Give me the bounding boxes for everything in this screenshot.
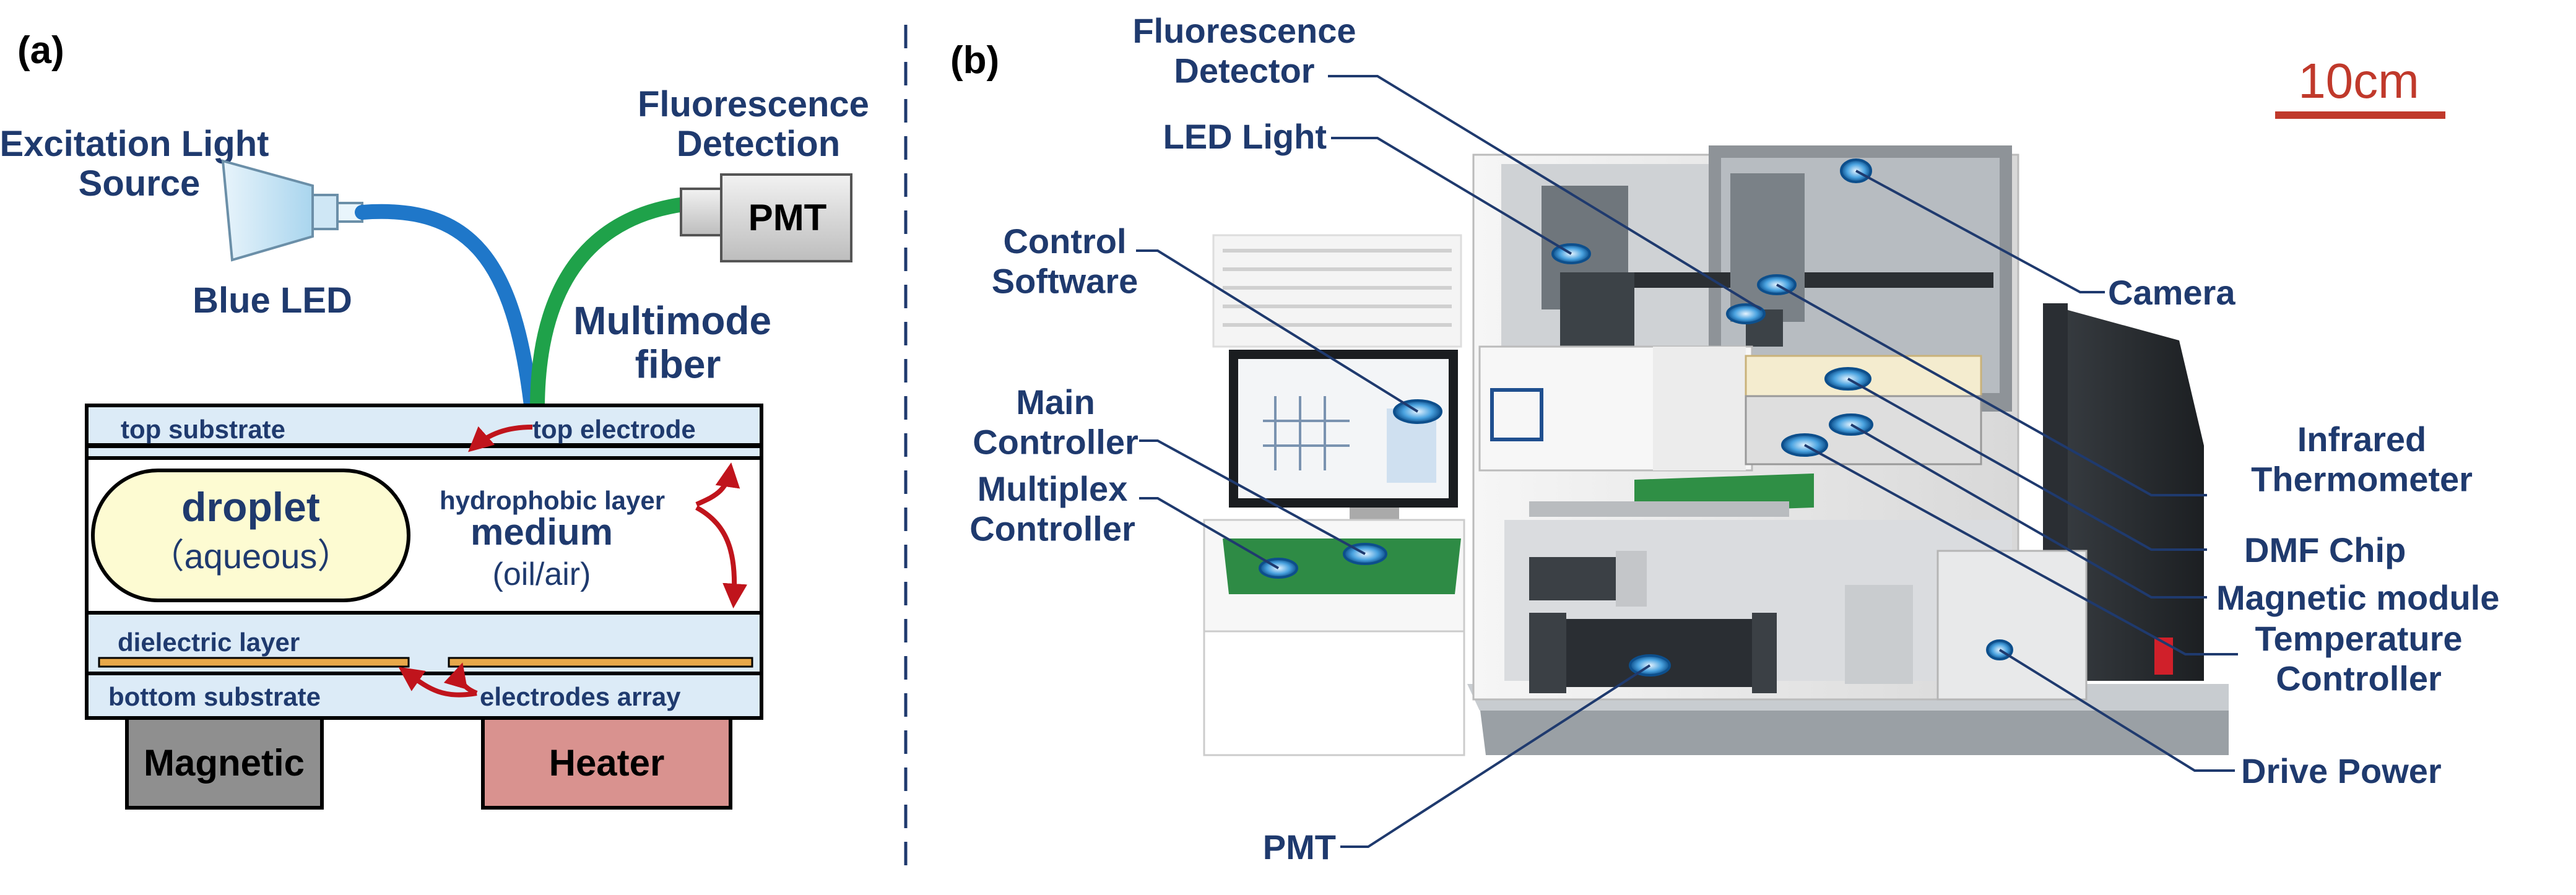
label-dmf-chip: DMF Chip [2244,530,2406,569]
arrow-electrodes-up [443,662,478,696]
label-fluorescence-detector-line2: Detector [1174,51,1314,90]
panel-b: (b) 10cm [950,11,2499,867]
oil-air-label: (oil/air) [493,556,591,592]
label-main-controller-line2: Controller [973,423,1138,462]
dot-led-light [1726,303,1766,324]
arrow-electrodes-left [398,667,477,698]
leader-camera [1855,170,2105,293]
panel-b-letter: (b) [950,39,999,82]
instrument-photo [1203,145,2229,756]
label-magnetic-module: Magnetic module [2216,578,2499,617]
label-temperature-controller-line2: Controller [2276,659,2442,698]
medium-label: medium [471,511,613,553]
hydrophobic-layer-label: hydrophobic layer [440,486,665,515]
aqueous-label: （aqueous） [150,537,352,576]
leader-control-software [1136,249,1419,413]
label-control-software-line1: Control [1003,222,1126,261]
electrodes-array-label: electrodes array [480,682,681,711]
fluorescence-detection-line-line2: Detection [677,124,840,164]
vent-slats [1223,249,1452,327]
excitation-source-line1-line2: Source [79,163,201,204]
multimode-fiber-text: Multimode [573,298,771,343]
leader-dmf-chip [1847,378,2207,551]
blue-fiber [355,204,539,413]
leader-infrared-thermometer [1776,283,2207,496]
screen-diagram [1263,396,1350,470]
green-fiber [530,197,692,413]
label-infrared-thermometer-line1: Infrared [2297,420,2427,459]
magnetic-label: Magnetic [144,742,305,784]
multimode-fiber-text-line2: fiber [635,342,721,386]
dmf-chip-cross-section [85,404,763,720]
label-fluorescence-detector-line1: Fluorescence [1132,11,1356,50]
label-pmt: PMT [1263,828,1336,867]
heater-label: Heater [549,742,665,784]
excitation-source-label: Excitation Light Source [0,124,279,204]
arrow-top-electrode [468,425,533,452]
dielectric-layer-label: dielectric layer [118,628,300,657]
leader-pmt [1340,664,1651,848]
leader-drive-power [1998,649,2235,772]
label-camera: Camera [2108,273,2236,312]
label-temperature-controller-line1: Temperature [2255,619,2462,658]
scale-bar-label: 10cm [2298,53,2419,108]
heater-block [481,716,732,810]
arrow-hydrophobic-up [695,462,740,507]
top-substrate-label: top substrate [121,415,285,444]
leader-multiplex-controller [1139,497,1280,569]
leader-fluorescence-detector [1328,75,1763,311]
multimode-fiber-label: Multimode fiber [573,298,783,386]
label-infrared-thermometer-line2: Thermometer [2251,460,2473,499]
panel-a: (a) Excitation Light Source Blue LED Flu… [0,29,879,810]
label-main-controller-line1: Main [1016,383,1095,422]
label-led-light: LED Light [1163,117,1327,156]
label-multiplex-controller-line1: Multiplex [978,469,1128,508]
label-drive-power: Drive Power [2241,751,2442,790]
pmt-detector-icon [680,173,852,262]
bottom-substrate-label: bottom substrate [108,682,321,711]
led-source-icon [221,159,363,262]
fluorescence-detection-label: Fluorescence Detection [638,84,879,164]
droplet-label: droplet [181,484,320,530]
excitation-source-line1: Excitation Light [0,124,269,164]
leader-main-controller [1139,439,1366,555]
leader-magnetic-module [1850,423,2207,599]
top-electrode-label: top electrode [532,415,696,444]
magnetic-block [125,716,324,810]
leader-lines [1136,75,2238,848]
leader-led-light [1331,137,1572,255]
label-multiplex-controller-line2: Controller [969,509,1135,548]
arrow-hydrophobic-down [695,505,748,608]
panel-a-letter: (a) [17,29,64,72]
pmt-box-label: PMT [748,197,827,238]
fluorescence-detection-line: Fluorescence [638,84,869,124]
label-control-software-line2: Software [992,262,1138,301]
leader-temperature-controller [1804,444,2238,655]
blue-led-label: Blue LED [193,280,352,321]
